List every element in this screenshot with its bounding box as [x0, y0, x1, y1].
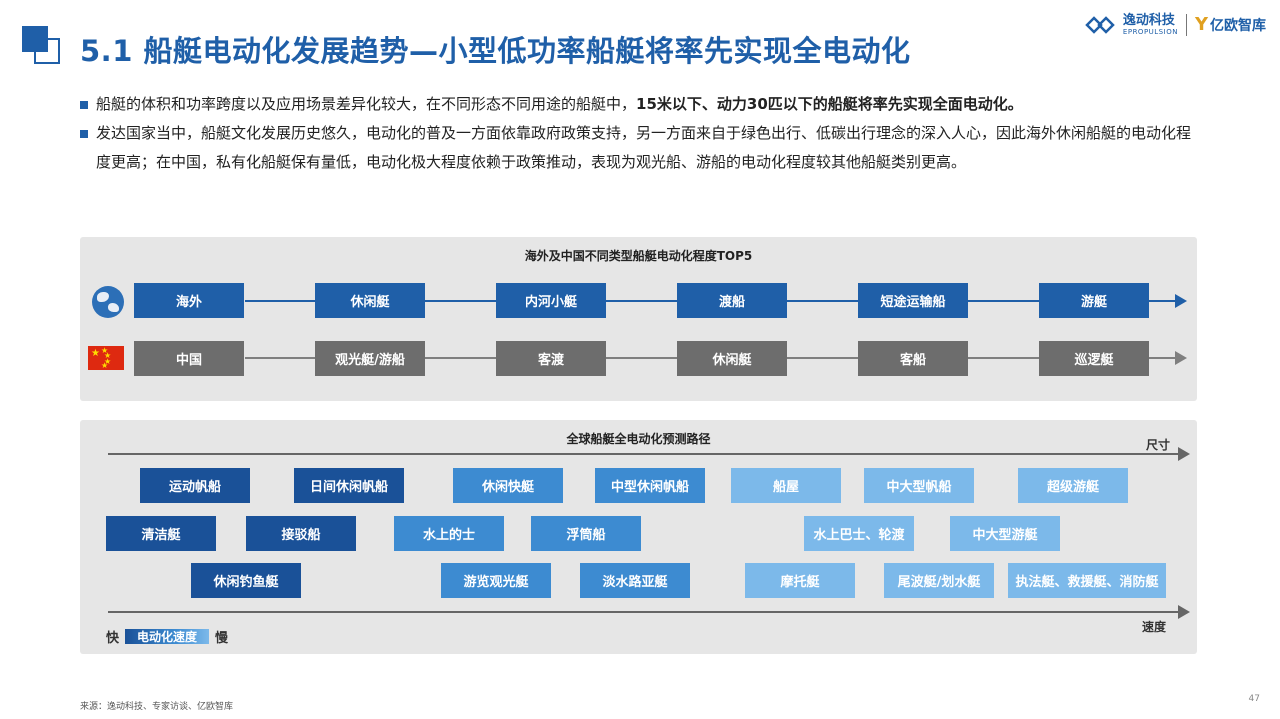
- page-number: 47: [1248, 694, 1260, 704]
- overseas-label: 海外: [134, 283, 244, 318]
- top5-panel-title: 海外及中国不同类型船艇电动化程度TOP5: [524, 249, 753, 263]
- globe-icon: [92, 286, 124, 318]
- china-item: 巡逻艇: [1039, 341, 1149, 376]
- legend-fast-label: 快: [106, 631, 120, 646]
- overseas-item: 短途运输船: [858, 283, 968, 318]
- path-item: 超级游艇: [1018, 468, 1128, 503]
- path-item: 浮筒船: [531, 516, 641, 551]
- path-item: 淡水路亚艇: [580, 563, 690, 598]
- legend-slow-label: 慢: [215, 631, 229, 646]
- path-item: 中大型游艇: [950, 516, 1060, 551]
- overseas-item: 渡船: [677, 283, 787, 318]
- axis-size-label: 尺寸: [1146, 438, 1171, 452]
- iyiou-mark-icon: Y: [1194, 14, 1208, 35]
- bullet-item-2: 发达国家当中，船艇文化发展历史悠久，电动化的普及一方面依靠政府政策支持，另一方面…: [80, 119, 1200, 177]
- title-decoration: [22, 26, 62, 66]
- logo-group: 逸动科技 EPROPULSION Y 亿欧智库: [1085, 14, 1266, 36]
- top5-panel: 海外及中国不同类型船艇电动化程度TOP5 海外 休闲艇 内河小艇 渡船 短途运输…: [80, 237, 1197, 401]
- path-item: 尾波艇/划水艇: [884, 563, 994, 598]
- speed-legend: 快 电动化速度 慢: [106, 627, 228, 646]
- china-label: 中国: [134, 341, 244, 376]
- china-item: 客船: [858, 341, 968, 376]
- path-item: 日间休闲帆船: [294, 468, 404, 503]
- china-item: 观光艇/游船: [315, 341, 425, 376]
- overseas-item: 内河小艇: [496, 283, 606, 318]
- bullet-list: 船艇的体积和功率跨度以及应用场景差异化较大，在不同形态不同用途的船艇中，15米以…: [80, 90, 1200, 177]
- legend-speed-bar: 电动化速度: [125, 629, 210, 644]
- speed-axis-arrow: [108, 605, 1190, 619]
- forecast-panel-title: 全球船艇全电动化预测路径: [566, 432, 711, 446]
- iyiou-logo: Y 亿欧智库: [1195, 15, 1266, 35]
- page-title: 5.1 船艇电动化发展趋势—小型低功率船艇将率先实现全电动化: [80, 34, 911, 68]
- epropulsion-mark-icon: [1085, 16, 1115, 34]
- source-note: 来源：逸动科技、专家访谈、亿欧智库: [80, 702, 234, 712]
- forecast-panel: 全球船艇全电动化预测路径 尺寸 运动帆船 日间休闲帆船 休闲快艇 中型休闲帆船 …: [80, 420, 1197, 654]
- path-item: 摩托艇: [745, 563, 855, 598]
- epropulsion-logo: 逸动科技 EPROPULSION: [1085, 14, 1178, 36]
- logo-divider: [1185, 14, 1187, 36]
- path-item: 中大型帆船: [864, 468, 974, 503]
- bullet-2-text: 发达国家当中，船艇文化发展历史悠久，电动化的普及一方面依靠政府政策支持，另一方面…: [96, 124, 1192, 171]
- size-axis-arrow: [108, 447, 1190, 461]
- china-flag-icon: ★ ★ ★ ★ ★: [88, 346, 124, 370]
- logo1-en-text: EPROPULSION: [1122, 28, 1178, 36]
- path-item: 清洁艇: [106, 516, 216, 551]
- path-item: 游览观光艇: [441, 563, 551, 598]
- china-item: 休闲艇: [677, 341, 787, 376]
- bullet-item-1: 船艇的体积和功率跨度以及应用场景差异化较大，在不同形态不同用途的船艇中，15米以…: [80, 90, 1200, 119]
- axis-speed-label: 速度: [1142, 620, 1167, 634]
- path-item: 执法艇、救援艇、消防艇: [1008, 563, 1166, 598]
- path-item: 水上巴士、轮渡: [804, 516, 914, 551]
- overseas-item: 游艇: [1039, 283, 1149, 318]
- bullet-1-text: 船艇的体积和功率跨度以及应用场景差异化较大，在不同形态不同用途的船艇中，: [96, 95, 637, 113]
- path-item: 休闲钓鱼艇: [191, 563, 301, 598]
- bullet-1-bold: 15米以下、动力30匹以下的船艇将率先实现全面电动化。: [636, 95, 1023, 113]
- path-item: 船屋: [731, 468, 841, 503]
- logo2-text: 亿欧智库: [1210, 18, 1266, 34]
- path-item: 运动帆船: [140, 468, 250, 503]
- logo1-cn-text: 逸动科技: [1122, 13, 1175, 28]
- path-item: 中型休闲帆船: [595, 468, 705, 503]
- path-item: 休闲快艇: [453, 468, 563, 503]
- overseas-item: 休闲艇: [315, 283, 425, 318]
- china-item: 客渡: [496, 341, 606, 376]
- path-item: 接驳船: [246, 516, 356, 551]
- path-item: 水上的士: [394, 516, 504, 551]
